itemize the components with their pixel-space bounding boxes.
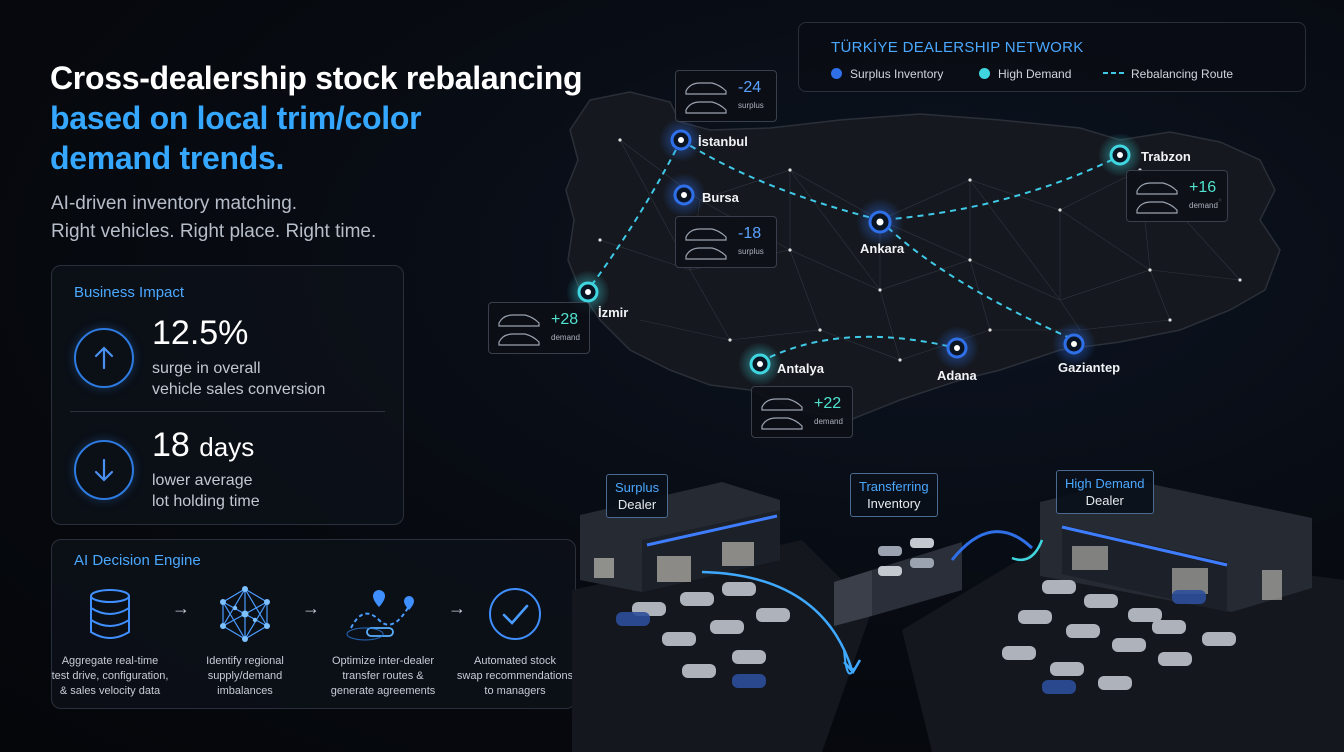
step-identify: Identify regional supply/demand imbalanc… [180,584,310,699]
transfer-truck [834,538,962,626]
route-icon [318,584,448,644]
city-label-trabzon: Trabzon [1141,149,1191,164]
metric-value: 18 days [152,426,255,464]
surplus-lot [572,540,872,752]
surplus-dot-icon [831,68,842,79]
stock-value: +22 [814,395,842,412]
headline-line-3: demand trends. [50,140,285,176]
stock-label: demand [814,417,843,426]
stock-label: demand [1189,201,1218,210]
city-label-antalya: Antalya [777,361,824,376]
tag-transferring-inventory: Transferring Inventory [850,473,938,517]
tag-high-demand-dealer: High Demand Dealer [1056,470,1154,514]
subheadline: AI-driven inventory matching. Right vehi… [51,190,376,246]
dealership-scene [572,480,1344,752]
stock-card-izmir: +28 demand [488,302,590,354]
demand-dot-icon [979,68,990,79]
divider [70,411,385,412]
network-icon [180,584,310,644]
car-icon [1136,182,1178,214]
car-icon [761,398,803,430]
stock-label: demand [551,333,580,342]
marker-bursa [662,173,706,217]
stock-value: +28 [551,311,579,328]
tag-surplus-dealer: Surplus Dealer [606,474,669,518]
transfer-arc [701,570,854,671]
headline-line-1: Cross-dealership stock rebalancing [50,60,583,96]
car-icon [498,314,540,346]
stock-card-antalya: +22 demand [751,386,853,438]
city-label-istanbul: İstanbul [698,134,748,149]
stock-card-istanbul: -24 surplus [675,70,777,122]
marker-antalya [738,342,782,386]
stock-value: -18 [738,225,762,242]
legend-item-surplus: Surplus Inventory [831,67,943,81]
rebalancing-routes [587,139,1121,363]
step-automated: Automated stock swap recommendations to … [450,584,580,699]
stock-label: surplus [738,101,764,110]
step-aggregate: Aggregate real-time test drive, configur… [45,584,175,699]
flow-arrow: → [448,598,466,618]
arrow-down-icon [74,440,134,500]
marker-adana [935,326,979,370]
ai-decision-engine-panel: AI Decision Engine Aggregate real-time t… [51,539,576,709]
arrow-up-icon [74,328,134,388]
dashed-line-icon [1103,72,1125,74]
metric-value: 12.5% [152,314,249,352]
subheadline-line-2: Right vehicles. Right place. Right time. [51,221,377,242]
stock-card-bursa: -18 surplus [675,216,777,268]
stock-label: surplus [738,247,764,256]
stock-card-trabzon: +16 demand [1126,170,1228,222]
stock-value: +16 [1189,179,1217,196]
parked-cars [632,580,1236,690]
subheadline-line-1: AI-driven inventory matching. [51,193,298,214]
marker-istanbul [659,118,703,162]
step-caption: Optimize inter-dealer transfer routes & … [330,655,436,697]
metric-description: surge in overall vehicle sales conversio… [152,360,326,398]
business-impact-panel: Business Impact 12.5% surge in overall v… [51,265,404,525]
legend-item-route: Rebalancing Route [1103,67,1233,81]
metric-conversion: 12.5% surge in overall vehicle sales con… [72,314,387,408]
business-impact-title: Business Impact [74,284,185,301]
marker-ankara [856,198,904,246]
car-icon [685,228,727,260]
city-label-adana: Adana [937,368,977,383]
flow-arrow: → [302,598,320,618]
database-icon [45,584,175,644]
stock-value: -24 [738,79,762,96]
step-caption: Identify regional supply/demand imbalanc… [206,655,284,697]
metric-description: lower average lot holding time [152,472,260,510]
step-optimize: Optimize inter-dealer transfer routes & … [318,584,448,699]
marker-gaziantep [1052,322,1096,366]
checkmark-icon [450,584,580,644]
car-icon [685,82,727,114]
map-legend: TÜRKİYE DEALERSHIP NETWORK Surplus Inven… [798,22,1306,92]
ai-engine-title: AI Decision Engine [74,552,201,569]
legend-item-demand: High Demand [979,67,1071,81]
city-label-ankara: Ankara [860,241,905,256]
marker-trabzon [1098,133,1142,177]
step-caption: Automated stock swap recommendations to … [456,655,574,697]
step-caption: Aggregate real-time test drive, configur… [51,655,169,697]
city-label-bursa: Bursa [702,190,739,205]
turkey-map [565,91,1281,421]
legend-title: TÜRKİYE DEALERSHIP NETWORK [831,39,1084,56]
city-label-izmir: İzmir [598,305,629,320]
transfer-arc [950,530,1034,561]
flow-arrow: → [172,598,190,618]
metric-holding-time: 18 days lower average lot holding time [72,426,387,520]
city-label-gaziantep: Gaziantep [1058,360,1121,375]
headline: Cross-dealership stock rebalancing based… [50,58,590,178]
headline-line-2: based on local trim/color [50,100,422,136]
